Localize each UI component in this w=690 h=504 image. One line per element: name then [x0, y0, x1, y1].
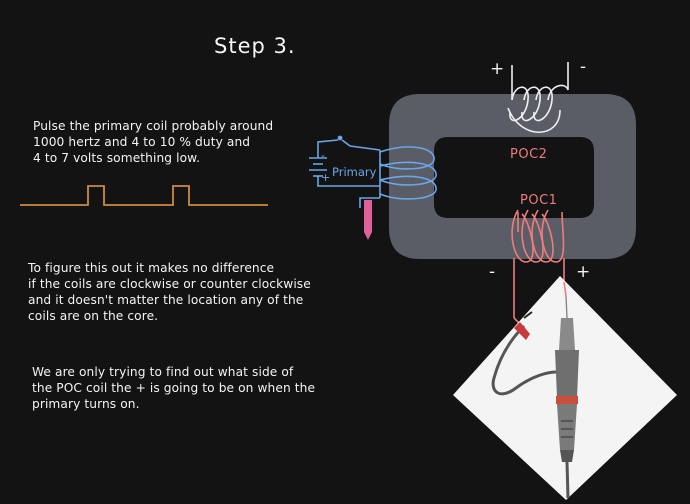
battery-icon — [309, 157, 380, 187]
poc2-plus-label: + — [490, 59, 504, 79]
poc1-label: POC1 — [520, 193, 557, 208]
primary-coil — [349, 145, 437, 208]
oscilloscope-probe-icon — [491, 281, 579, 499]
poc2-minus-label: - — [580, 57, 586, 77]
direction-note: To figure this out it makes no differenc… — [28, 261, 311, 323]
poc2-label: POC2 — [510, 147, 547, 162]
poc2-coil — [507, 62, 569, 133]
poc1-minus-label: - — [489, 262, 495, 282]
clip-icon — [364, 200, 372, 240]
switch-icon — [317, 135, 351, 158]
goal-note: We are only trying to find out what side… — [32, 365, 316, 411]
primary-label: Primary — [332, 165, 377, 179]
battery-plus-label: + — [321, 171, 330, 184]
poc1-plus-label: + — [576, 262, 590, 282]
step-title: Step 3. — [214, 34, 296, 58]
transformer-core — [389, 94, 636, 259]
poc1-coil — [511, 209, 565, 327]
pulse-instructions: Pulse the primary coil probably around 1… — [33, 119, 274, 165]
battery-minus-label: - — [321, 149, 325, 162]
pulse-waveform — [20, 185, 268, 206]
